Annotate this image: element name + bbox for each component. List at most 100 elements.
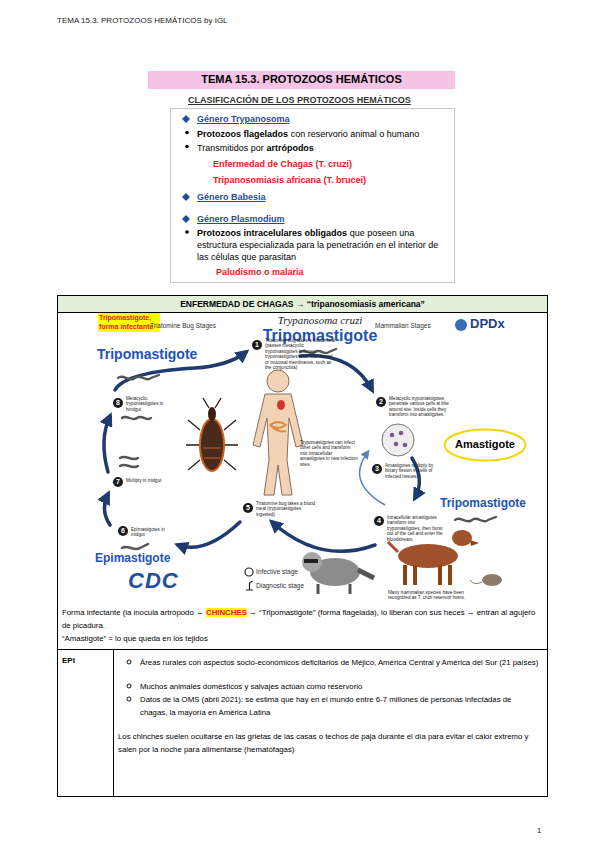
classification-box: CLASIFICACIÓN DE LOS PROTOZOOS HEMÁTICOS…: [170, 108, 455, 283]
bug-body: [200, 419, 224, 471]
text-line: ENFERMEDAD DE CHAGAS → “tripanosomiasis …: [58, 299, 547, 309]
text-run: Paludismo o malaria: [216, 267, 304, 277]
raccoon-legs: [318, 584, 350, 594]
bullet: [185, 145, 189, 149]
dog-legs: [405, 565, 450, 585]
text-line: Paludismo o malaria: [216, 267, 446, 277]
callout-number: 4: [374, 516, 384, 526]
text-run: Muchos animales domésticos y salvajes ac…: [140, 682, 362, 691]
cycle-arrows: [104, 352, 419, 551]
footnote: Many mammalian species have been recogni…: [388, 590, 483, 601]
stage-name: Tripomastigote: [440, 497, 526, 511]
text-run: artrópodos: [266, 143, 314, 153]
table-cell: EPI: [57, 649, 114, 797]
text-run: Tripomastigote, forma infectante: [99, 314, 153, 330]
text-line: TEMA 15.3. PROTOZOOS HEMÁTICOS: [148, 73, 455, 85]
text-run: CLASIFICACIÓN DE LOS PROTOZOOS HEMÁTICOS: [188, 95, 411, 105]
text-run: Tripanosomiasis africana (T. brucei): [213, 175, 366, 185]
human-body: [253, 394, 303, 495]
callout-number: 7: [113, 477, 123, 487]
diamond-bullet: [182, 215, 190, 223]
text-line: Género Trypanosoma: [197, 114, 447, 124]
text-run: TEMA 15.3. PROTOZOOS HEMÁTICOS: [201, 73, 401, 85]
text-line: Enfermedad de Chagas (T. cruzi): [213, 159, 448, 169]
dog-body: [398, 544, 458, 568]
logo-text: DPDx: [470, 317, 505, 332]
step-note: Triatomine bug takes a blood meal (passe…: [265, 338, 337, 370]
stage-ellipse: Amastigote: [443, 428, 527, 462]
bullet: [127, 684, 131, 688]
text-run: Enfermedad de Chagas (T. cruzi): [213, 159, 352, 169]
reinfection-arrow: [360, 452, 385, 505]
epimastigote-icon: [120, 457, 138, 467]
bullet: [185, 131, 189, 135]
mouse-tail: [470, 580, 482, 584]
stage-name: Epimastigote: [95, 552, 170, 566]
trypomastigote-icon: [455, 517, 496, 521]
stage-group-title: Triatomine Bug Stages: [150, 322, 216, 329]
text-line: Género Babesia: [197, 192, 447, 202]
text-line: Forma infectante (la inocula artrópodo →…: [62, 607, 544, 632]
mouse: [470, 574, 502, 586]
text-line: Áreas rurales con aspectos socio-económi…: [140, 657, 540, 670]
triatomine-bug: [186, 398, 238, 471]
callout-number: 1: [252, 340, 262, 350]
legend-note: Diagnostic stage: [256, 582, 304, 589]
text-run: Transmitidos por: [197, 143, 264, 153]
dpdx-icon: [455, 319, 467, 331]
bullet: [185, 230, 189, 234]
text-run: ENFERMEDAD DE CHAGAS → “tripanosomiasis …: [180, 299, 425, 309]
raccoon-head: [302, 552, 322, 572]
table-header: ENFERMEDAD DE CHAGAS → “tripanosomiasis …: [57, 295, 548, 313]
step-note: Metacyclic trypomastigotes in hindgut: [126, 396, 172, 412]
amastigote-dot: [403, 443, 408, 448]
text-run: EPI: [62, 656, 75, 665]
text-line: EPI: [62, 656, 110, 665]
text-line: “Amastigote” = lo que queda en los tejid…: [62, 633, 544, 646]
text-run: Protozoos flagelados: [197, 129, 288, 139]
step-note: Amastigotes multiply by binary fission i…: [385, 463, 440, 479]
page-number: 1: [537, 826, 541, 835]
text-run: “Amastigote” = lo que queda en los tejid…: [62, 634, 208, 643]
text-line: Protozoos intracelulares obligadosque po…: [197, 227, 452, 263]
running-header: TEMA 15.3. PROTOZOOS HEMÁTICOS by IGL: [57, 16, 228, 25]
parasites: [118, 349, 496, 549]
bullet: [127, 697, 131, 701]
callout-number: 3: [372, 464, 382, 474]
raccoon-tail: [358, 570, 374, 578]
amastigote-dot: [390, 433, 395, 438]
text-line: Protozoos flageladoscon reservorio anima…: [197, 128, 452, 140]
raccoon-mask: [304, 559, 318, 563]
callout-number: 5: [243, 503, 253, 513]
cycle-arrow: [104, 416, 110, 472]
amastigote-dot: [394, 442, 399, 447]
metacyclic-icon: [122, 417, 151, 419]
mouse-body: [482, 574, 502, 586]
text-line: Amastigote: [443, 438, 527, 450]
step-note: Intracellular amastigotes transform into…: [387, 515, 447, 542]
text-line: Los chinches suelen ocultarse en las gri…: [118, 731, 538, 756]
step-note: Multiply in midgut: [126, 478, 166, 483]
callout-number: 2: [376, 397, 386, 407]
amastigote-dots: [390, 431, 408, 448]
amastigote-dot: [399, 431, 404, 436]
cycle-arrow: [178, 522, 240, 547]
cycle-arrow: [104, 494, 110, 525]
legend-note: Infective stage: [256, 568, 298, 575]
text-line: Datos de la OMS (abril 2021): se estima …: [140, 694, 540, 719]
text-run: Áreas rurales con aspectos socio-económi…: [140, 658, 538, 667]
text-run: Datos de la OMS (abril 2021): se estima …: [140, 695, 511, 717]
infective-icon: [245, 568, 253, 576]
text-run: Forma infectante (la inocula artrópodo →: [62, 608, 204, 617]
raccoon: [302, 552, 374, 594]
text-line: Muchos animales domésticos y salvajes ac…: [140, 681, 540, 694]
text-run: Protozoos intracelulares obligados: [197, 228, 347, 238]
step-note: Trypomastigotes can infect other cells a…: [300, 440, 358, 467]
trypomastigote-icon: [118, 375, 159, 379]
intestine: [270, 422, 286, 431]
step-note: Metacyclic trypomastigotes penetrate var…: [389, 396, 449, 418]
table-cell: Áreas rurales con aspectos socio-económi…: [113, 649, 548, 797]
title-band: TEMA 15.3. PROTOZOOS HEMÁTICOS: [148, 71, 455, 89]
